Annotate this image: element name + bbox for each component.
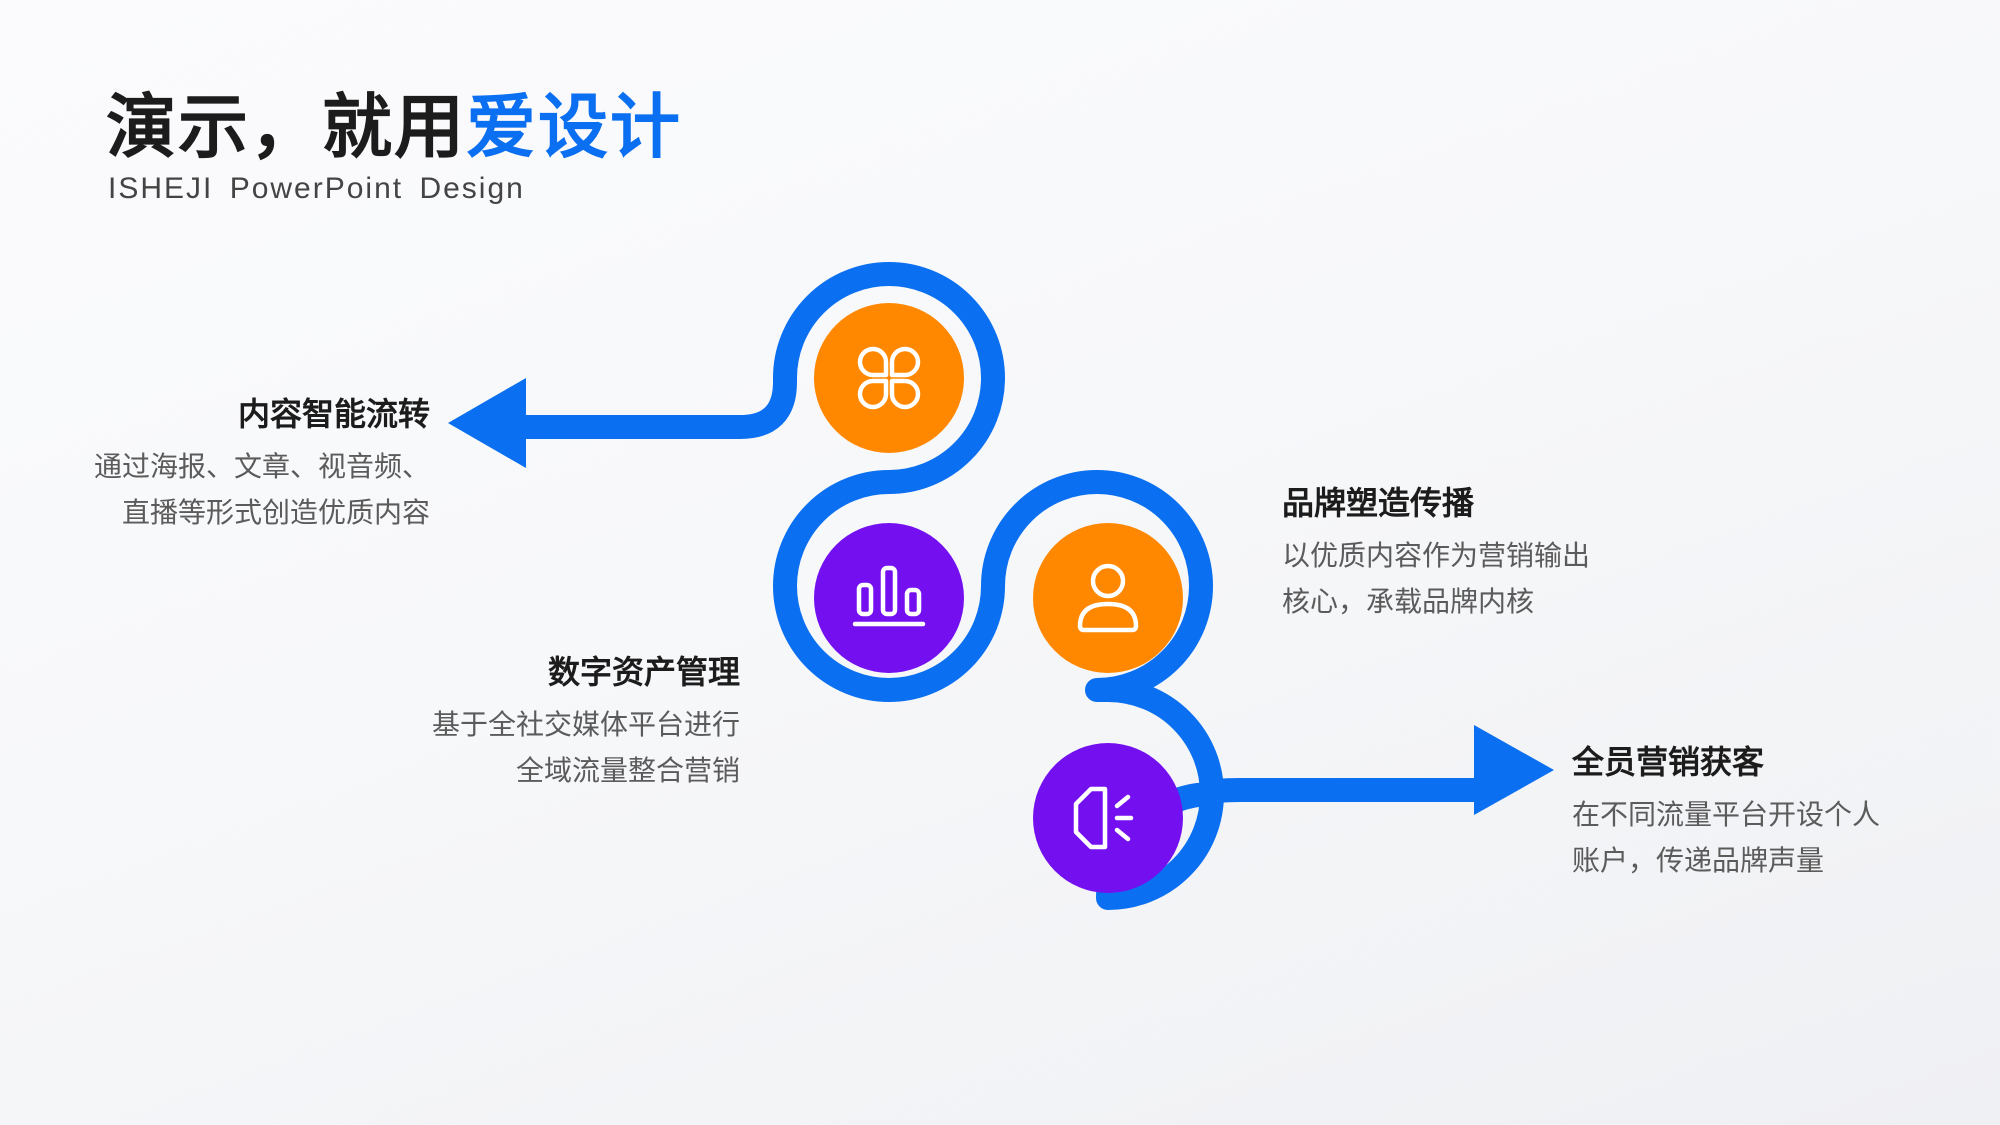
title-main: 演示，就用 bbox=[106, 88, 466, 166]
page-title: 演示，就用爱设计 bbox=[106, 92, 682, 162]
step-4-desc-line: 账户，传递品牌声量 bbox=[1572, 845, 1825, 876]
grid-flower-icon bbox=[857, 346, 921, 410]
step-1-text: 内容智能流转 通过海报、文章、视音频、 直播等形式创造优质内容 bbox=[0, 398, 430, 536]
step-3-desc-line: 以优质内容作为营销输出 bbox=[1282, 540, 1591, 571]
arrow-left-head bbox=[448, 378, 526, 468]
step-2-node bbox=[814, 523, 964, 673]
bar-chart-icon bbox=[852, 565, 926, 627]
page-subtitle: ISHEJI PowerPoint Design bbox=[108, 172, 525, 205]
step-3-node bbox=[1033, 523, 1183, 673]
step-1-desc-line: 通过海报、文章、视音频、 bbox=[93, 451, 430, 482]
arrow-right-head bbox=[1474, 725, 1554, 815]
step-3-heading: 品牌塑造传播 bbox=[1282, 485, 1475, 521]
winding-path bbox=[520, 262, 1490, 910]
title-accent: 爱设计 bbox=[466, 88, 682, 166]
user-icon bbox=[1077, 563, 1139, 633]
step-4-desc-line: 在不同流量平台开设个人 bbox=[1572, 799, 1881, 830]
step-1-desc: 通过海报、文章、视音频、 直播等形式创造优质内容 bbox=[0, 444, 430, 536]
step-2-circle bbox=[814, 523, 964, 673]
step-1-node bbox=[814, 303, 964, 453]
step-4-heading: 全员营销获客 bbox=[1572, 744, 1765, 780]
speaker-icon bbox=[1073, 786, 1134, 850]
step-4-node bbox=[1033, 743, 1183, 893]
step-2-desc: 基于全社交媒体平台进行 全域流量整合营销 bbox=[280, 702, 740, 794]
step-2-desc-line: 基于全社交媒体平台进行 bbox=[431, 709, 740, 740]
step-1-desc-line: 直播等形式创造优质内容 bbox=[121, 497, 430, 528]
step-1-circle bbox=[814, 303, 964, 453]
step-2-heading: 数字资产管理 bbox=[547, 654, 740, 690]
step-4-text: 全员营销获客 在不同流量平台开设个人 账户，传递品牌声量 bbox=[1572, 746, 2000, 884]
step-2-desc-line: 全域流量整合营销 bbox=[515, 755, 740, 786]
step-2-text: 数字资产管理 基于全社交媒体平台进行 全域流量整合营销 bbox=[280, 656, 740, 794]
step-3-text: 品牌塑造传播 以优质内容作为营销输出 核心，承载品牌内核 bbox=[1282, 487, 1742, 625]
step-3-desc-line: 核心，承载品牌内核 bbox=[1282, 586, 1535, 617]
step-4-desc: 在不同流量平台开设个人 账户，传递品牌声量 bbox=[1572, 792, 2000, 884]
step-3-desc: 以优质内容作为营销输出 核心，承载品牌内核 bbox=[1282, 533, 1742, 625]
step-1-heading: 内容智能流转 bbox=[237, 396, 430, 432]
step-4-circle bbox=[1033, 743, 1183, 893]
